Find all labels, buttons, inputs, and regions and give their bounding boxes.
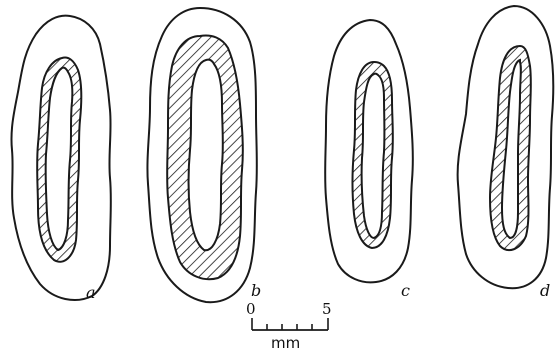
specimen-b-hatched-ring — [167, 36, 243, 280]
scale-bar-end-label: 5 — [322, 300, 332, 318]
specimen-a-hatched-ring — [37, 58, 81, 262]
specimen-c: c — [325, 20, 413, 300]
specimen-c-hatched-ring — [353, 62, 393, 248]
panel-label-d: d — [540, 281, 550, 300]
scale-bar-start-label: 0 — [246, 300, 256, 318]
specimen-b: b — [147, 8, 261, 302]
scale-bar-ticks — [252, 318, 328, 330]
scale-bar: 0 5 mm — [246, 300, 332, 352]
panel-label-a: a — [86, 283, 96, 302]
panel-label-c: c — [401, 281, 410, 300]
specimen-a: a — [11, 16, 110, 302]
panel-label-b: b — [251, 281, 261, 300]
specimen-d-hatched-ring — [490, 46, 531, 250]
scale-bar-unit-label: mm — [271, 334, 300, 352]
specimen-d: d — [458, 6, 554, 300]
